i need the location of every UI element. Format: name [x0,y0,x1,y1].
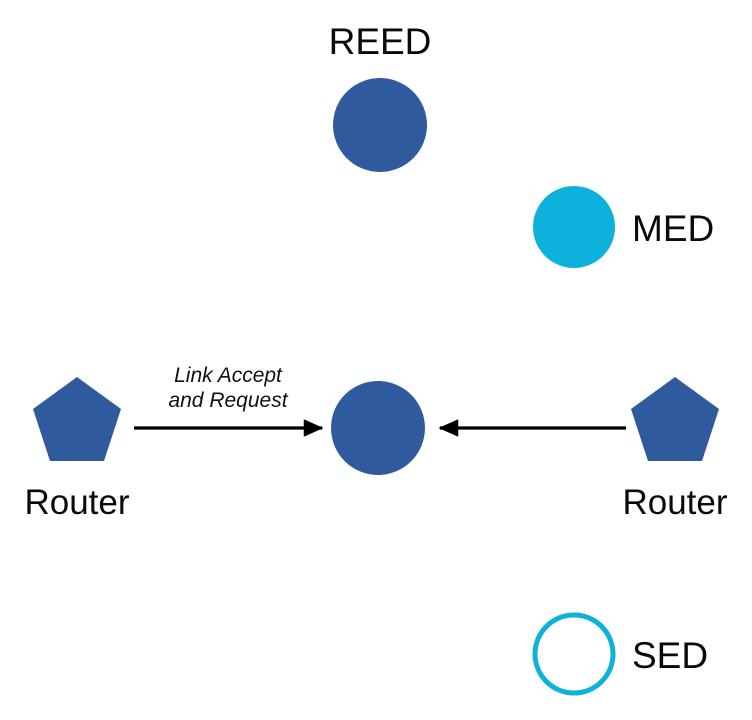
node-med[interactable]: MED [533,186,714,268]
edge-left-router-to-center: Link Accept and Request [134,364,324,437]
center-circle-icon[interactable] [331,381,425,475]
node-router-right[interactable]: Router [622,377,728,522]
med-label: MED [632,208,714,249]
router-right-label: Router [622,483,727,522]
node-reed[interactable]: REED [329,21,432,172]
router-left-pentagon-icon[interactable] [33,377,121,461]
node-center[interactable] [331,381,425,475]
node-router-left[interactable]: Router [24,377,130,522]
sed-circle-outline-icon[interactable] [532,612,616,696]
edge-label-line2: and Request [168,389,288,412]
med-circle-icon[interactable] [533,186,615,268]
router-left-label: Router [24,483,129,522]
router-right-pentagon-icon[interactable] [631,377,719,461]
node-sed[interactable]: SED [532,612,708,696]
reed-circle-icon[interactable] [333,78,427,172]
sed-label: SED [632,635,708,676]
edge-label-line1: Link Accept [174,364,283,387]
reed-label: REED [329,21,432,62]
